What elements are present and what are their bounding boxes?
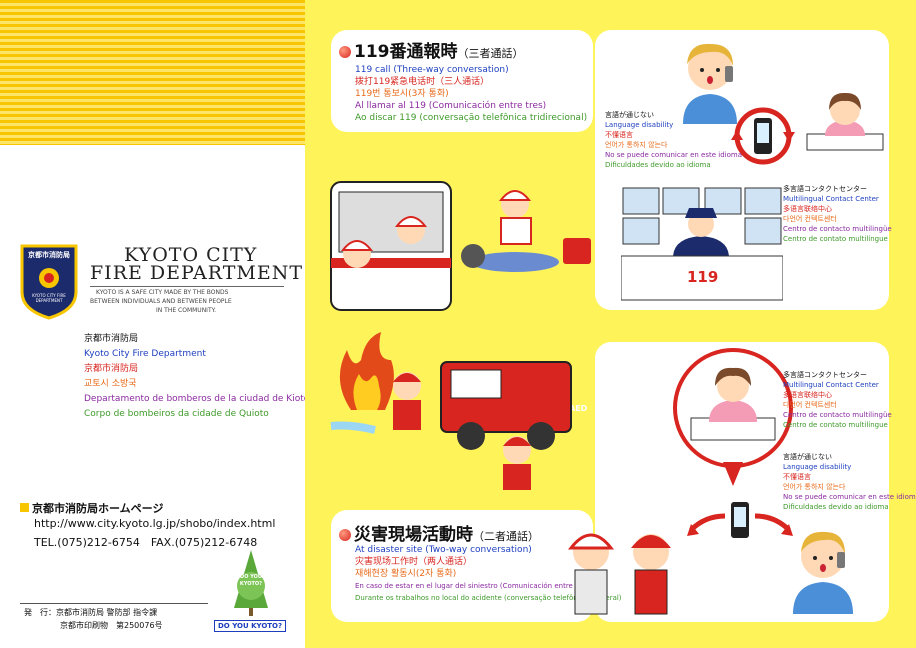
dept-divider xyxy=(90,286,284,287)
text-line: 不懂语言 xyxy=(605,131,633,139)
phone-arrows-icon xyxy=(685,496,795,556)
slogan-line-2: BETWEEN INDIVIDUALS AND BETWEEN PEOPLE xyxy=(90,298,232,305)
desk-119-label: 119 xyxy=(687,268,719,286)
text-line: Multilingual Contact Center xyxy=(783,195,879,203)
caller-person xyxy=(675,36,745,126)
disaster-language-barrier: 言語が通じない Language disability 不懂语言 언어가 통하지 않는… xyxy=(783,452,916,512)
aed-label: AED xyxy=(569,404,588,413)
fire-scene xyxy=(321,330,601,502)
text-line: 재해현장 활동시(2자 통화) xyxy=(355,569,457,579)
text-line: En caso de estar en el lugar del siniest… xyxy=(355,582,591,590)
text-line: 119번 통보시(3자 통화) xyxy=(355,89,449,99)
print-number: 京都市印刷物 第250076号 xyxy=(60,621,163,630)
text-line: 灾害现场工作时（两人通话） xyxy=(355,557,473,567)
speech-bubble-operator xyxy=(673,338,793,498)
call119-language-barrier: 言語が通じない Language disability 不懂语言 언어가 통하지 않는… xyxy=(605,110,742,170)
text-line: Centro de contacto multilingüe xyxy=(783,411,892,419)
text-line: 교토시 소방국 xyxy=(84,379,137,389)
text-line: 多言語コンタクトセンター xyxy=(783,185,867,193)
slogan-line-3: IN THE COMMUNITY. xyxy=(156,307,216,314)
dept-name-line1: KYOTO CITY xyxy=(124,244,258,266)
text-line: 言語が通じない xyxy=(605,111,654,119)
contact-numbers: TEL.(075)212-6754 FAX.(075)212-6748 xyxy=(34,536,258,549)
homepage-url[interactable]: http://www.city.kyoto.lg.jp/shobo/index.… xyxy=(34,517,276,530)
call119-description: 119 call (Three-way conversation) 拨打119紧急… xyxy=(355,64,587,124)
text-line: At disaster site (Two-way conversation) xyxy=(355,545,532,555)
text-line: 言語が通じない xyxy=(783,453,832,461)
text-line: Centro de contacto multilingüe xyxy=(783,225,892,233)
disaster-description: At disaster site (Two-way conversation) 灾… xyxy=(355,544,622,604)
text-line: Centro de contato multilíngue xyxy=(783,235,888,243)
emblem-text-ja: 京都市消防局 xyxy=(28,251,70,259)
disaster-contact-center: 多言語コンタクトセンター Multilingual Contact Center 多… xyxy=(783,370,892,430)
firefighters-pair xyxy=(557,512,687,618)
operator-woman-top xyxy=(805,90,885,152)
text-line: Language disability xyxy=(605,121,674,129)
text-line: No se puede comunicar en este idioma xyxy=(605,151,743,159)
left-panel: 京都市消防局 KYOTO CITY FIRE DEPARTMENT KYOTO … xyxy=(0,0,309,648)
foreigner-person xyxy=(783,518,863,616)
text-line: 不懂语言 xyxy=(783,473,811,481)
call119-contact-center: 多言語コンタクトセンター Multilingual Contact Center 多… xyxy=(783,184,892,244)
text-line: 多语言联络中心 xyxy=(783,391,832,399)
text-line: 119 call (Three-way conversation) xyxy=(355,65,509,75)
do-you-kyoto-mascot: DO YOU KYOTO? xyxy=(226,548,276,620)
text-line: Corpo de bombeiros da cidade de Quioto xyxy=(84,409,269,419)
text-line: 拨打119紧急电话时（三人通话） xyxy=(355,77,490,87)
text-line: Durante os trabalhos no local do acident… xyxy=(355,594,622,602)
dispatch-desk: 119 xyxy=(620,186,784,302)
text-line: 京都市消防局 xyxy=(84,334,139,344)
text-line: Language disability xyxy=(783,463,852,471)
mascot-text: DO YOU KYOTO? xyxy=(239,574,263,587)
call119-title: 119番通報時（三者通話） xyxy=(339,37,524,62)
text-line: Departamento de bomberos de la ciudad de… xyxy=(84,394,310,404)
text-line: 多言語コンタクトセンター xyxy=(783,371,867,379)
mascot-tag: DO YOU KYOTO? xyxy=(214,620,287,632)
text-line: Centro de contato multilíngue xyxy=(783,421,888,429)
text-line: Ao discar 119 (conversação telefônica tr… xyxy=(355,113,588,123)
text-line: Al llamar al 119 (Comunicación entre tre… xyxy=(355,101,547,111)
call119-panel xyxy=(331,30,593,132)
text-line: Multilingual Contact Center xyxy=(783,381,879,389)
text-line: 다언어 컨텍트센터 xyxy=(783,401,837,409)
footer-divider xyxy=(20,603,208,604)
ambulance-scene: AED xyxy=(325,158,595,413)
disaster-title-panel xyxy=(331,510,593,622)
text-line: Dificuldades devido ao idioma xyxy=(783,503,889,511)
text-line: 京都市消防局 xyxy=(84,364,139,374)
right-panel: 119番通報時（三者通話） 119 call (Three-way conver… xyxy=(305,0,916,648)
text-line: No se puede comunicar en este idioma xyxy=(783,493,916,501)
stripe-band xyxy=(0,0,305,145)
dept-name-line2: FIRE DEPARTMENT xyxy=(90,262,304,284)
fire-dept-emblem: 京都市消防局 KYOTO CITY FIRE DEPARTMENT xyxy=(18,240,80,320)
text-line: Dificuldades devido ao idioma xyxy=(605,161,711,169)
text-line: 언어가 통하지 않는다 xyxy=(605,141,668,149)
slogan-line-1: KYOTO IS A SAFE CITY MADE BY THE BONDS xyxy=(96,289,229,296)
text-line: 多语言联络中心 xyxy=(783,205,832,213)
issuer-info: 発 行：京都市消防局 警防部 指令課 xyxy=(24,608,158,617)
text-line: 언어가 통하지 않는다 xyxy=(783,483,846,491)
text-line: Kyoto City Fire Department xyxy=(84,349,206,359)
emblem-text-en: KYOTO CITY FIRE DEPARTMENT xyxy=(32,293,66,303)
disaster-title: 災害現場活動時（二者通話） xyxy=(339,520,539,545)
phone-cycle-icon xyxy=(723,96,803,176)
text-line: 다언어 컨텍트센터 xyxy=(783,215,837,223)
dept-name-list: 京都市消防局 Kyoto City Fire Department 京都市消防局 교토… xyxy=(84,332,309,422)
homepage-label: 京都市消防局ホームページ xyxy=(20,500,163,516)
